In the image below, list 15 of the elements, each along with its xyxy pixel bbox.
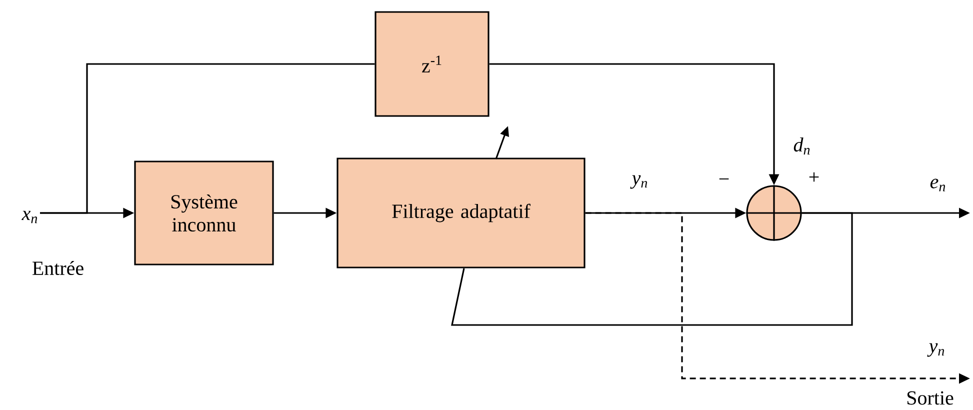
filter-box: Filtrage adaptatif bbox=[336, 158, 586, 268]
output-caption: Sortie bbox=[907, 391, 954, 405]
connector-line bbox=[40, 63, 375, 214]
signal-label: x$_{n}$ bbox=[22, 210, 38, 224]
sign-label: + bbox=[809, 172, 819, 182]
summing-junction bbox=[745, 184, 803, 242]
edge-label: e$_{n}$ bbox=[930, 178, 946, 192]
edge-label: y$_{n}$ bbox=[927, 343, 944, 357]
delay-box: z$^{-1}$ bbox=[374, 11, 490, 117]
edge-label: d$_{n}$ bbox=[794, 138, 810, 154]
sign-label: − bbox=[719, 178, 729, 180]
input-caption: Entrée bbox=[32, 260, 84, 276]
connector-line bbox=[451, 212, 853, 326]
process-box: Système inconnu bbox=[134, 160, 274, 266]
edge-label: y$_{n}$ bbox=[630, 175, 648, 189]
